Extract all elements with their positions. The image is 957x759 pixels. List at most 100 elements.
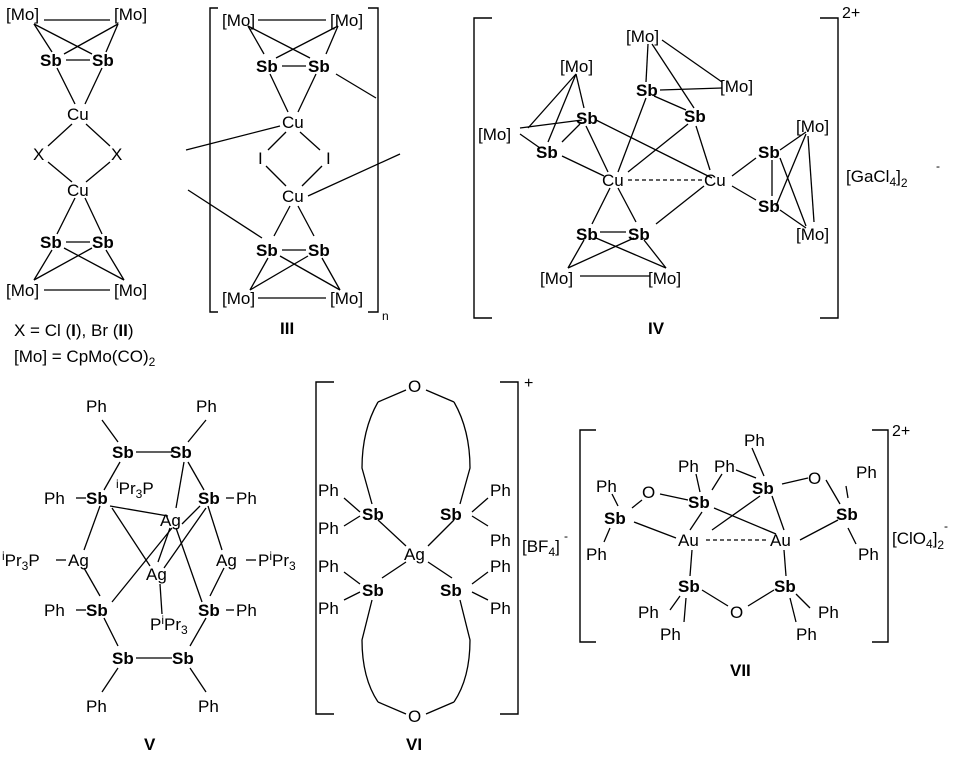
- compound-iii: [Mo] [Mo] Sb Sb Cu I I Cu Sb Sb [Mo] [Mo…: [185, 7, 401, 338]
- atom-ph: Ph: [586, 545, 607, 564]
- atom-sb: Sb: [256, 57, 278, 76]
- counterion-charge: -: [936, 159, 940, 173]
- atom-mo: [Mo]: [720, 77, 753, 96]
- atom-ph: Ph: [236, 601, 257, 620]
- repeat-subscript: n: [382, 309, 389, 323]
- ligand-pipr3: iPr3P: [2, 549, 40, 573]
- atom-sb: Sb: [92, 233, 114, 252]
- mo-fragment-definition: [Mo] = CpMo(CO)2: [14, 347, 156, 369]
- atom-sb: Sb: [536, 143, 558, 162]
- compound-iv-bonds: [519, 39, 815, 277]
- atom-sb: Sb: [40, 51, 62, 70]
- atom-sb: Sb: [198, 601, 220, 620]
- atom-ph: Ph: [796, 625, 817, 644]
- compound-vi-bonds: [343, 389, 489, 715]
- atom-ph: Ph: [196, 397, 217, 416]
- atom-sb: Sb: [576, 225, 598, 244]
- ligand-pipr3: PiPr3: [150, 613, 188, 637]
- atom-ph: Ph: [856, 463, 877, 482]
- atom-ph: Ph: [744, 431, 765, 450]
- atom-cu: Cu: [282, 187, 304, 206]
- atom-ph: Ph: [714, 457, 735, 476]
- counterion-charge: -: [564, 529, 568, 543]
- atom-o: O: [808, 469, 821, 488]
- bracket-right: [368, 7, 379, 313]
- atom-o: O: [408, 707, 421, 726]
- bracket-left: [579, 429, 596, 643]
- atom-sb: Sb: [678, 577, 700, 596]
- atom-mo: [Mo]: [796, 117, 829, 136]
- atom-ph: Ph: [44, 489, 65, 508]
- charge: 2+: [842, 5, 860, 22]
- compound-i-ii-bonds: [33, 19, 125, 291]
- ligand-pipr3: PiPr3: [258, 549, 296, 573]
- ligand-pipr3: iPr3P: [116, 477, 154, 501]
- atom-sb: Sb: [604, 509, 626, 528]
- atom-x: X: [33, 145, 44, 164]
- atom-mo: [Mo]: [330, 11, 363, 30]
- atom-sb: Sb: [684, 107, 706, 126]
- atom-au: Au: [678, 531, 699, 550]
- atom-sb: Sb: [362, 581, 384, 600]
- atom-au: Au: [770, 531, 791, 550]
- atom-sb: Sb: [112, 443, 134, 462]
- atom-ph: Ph: [318, 519, 339, 538]
- atom-cu: Cu: [67, 181, 89, 200]
- atom-sb: Sb: [40, 233, 62, 252]
- atom-sb: Sb: [308, 241, 330, 260]
- compound-i-ii-definition: X = Cl (I), Br (II): [14, 321, 134, 340]
- atom-cu: Cu: [67, 105, 89, 124]
- atom-i: I: [258, 149, 263, 168]
- compound-vii: 2+: [579, 423, 948, 680]
- atom-sb: Sb: [440, 505, 462, 524]
- atom-mo: [Mo]: [114, 5, 147, 24]
- charge: 2+: [892, 423, 910, 440]
- compound-v-bonds: [56, 419, 256, 693]
- atom-sb: Sb: [752, 479, 774, 498]
- atom-ag: Ag: [160, 511, 181, 530]
- bracket-right: [872, 429, 889, 643]
- atom-ag: Ag: [216, 551, 237, 570]
- counterion: [BF4]: [522, 537, 560, 559]
- compound-v: Ph Ph Sb Sb Ph Sb iPr3P Sb Ph Ag iPr3P A…: [2, 397, 296, 754]
- compound-label: VII: [730, 661, 751, 680]
- atom-mo: [Mo]: [560, 57, 593, 76]
- atom-sb: Sb: [758, 197, 780, 216]
- atom-mo: [Mo]: [114, 281, 147, 300]
- compound-label: IV: [648, 319, 665, 338]
- atom-ph: Ph: [86, 397, 107, 416]
- atom-ph: Ph: [44, 601, 65, 620]
- bracket-left: [315, 381, 334, 715]
- atom-o: O: [730, 603, 743, 622]
- atom-mo: [Mo]: [6, 281, 39, 300]
- atom-cu: Cu: [704, 171, 726, 190]
- atom-ph: Ph: [818, 603, 839, 622]
- compound-label: III: [280, 319, 294, 338]
- atom-mo: [Mo]: [222, 11, 255, 30]
- atom-ag: Ag: [146, 565, 167, 584]
- atom-ph: Ph: [490, 599, 511, 618]
- atom-sb: Sb: [576, 109, 598, 128]
- compound-iii-bonds: [185, 19, 401, 299]
- atom-ph: Ph: [86, 697, 107, 716]
- atom-sb: Sb: [92, 51, 114, 70]
- charge: +: [524, 375, 533, 392]
- atom-sb: Sb: [628, 225, 650, 244]
- atom-sb: Sb: [172, 649, 194, 668]
- atom-mo: [Mo]: [6, 5, 39, 24]
- atom-ph: Ph: [678, 457, 699, 476]
- atom-sb: Sb: [170, 443, 192, 462]
- compound-vi: + O Ph Sb Sb Ph Ph Ph: [315, 375, 568, 754]
- compound-iv: 2+: [473, 5, 940, 338]
- atom-sb: Sb: [774, 577, 796, 596]
- atom-ph: Ph: [638, 603, 659, 622]
- atom-sb: Sb: [198, 489, 220, 508]
- atom-sb: Sb: [836, 505, 858, 524]
- atom-sb: Sb: [636, 81, 658, 100]
- compound-label: VI: [406, 735, 422, 754]
- atom-sb: Sb: [362, 505, 384, 524]
- bracket-left: [209, 7, 218, 313]
- atom-sb: Sb: [758, 143, 780, 162]
- atom-ph: Ph: [490, 531, 511, 550]
